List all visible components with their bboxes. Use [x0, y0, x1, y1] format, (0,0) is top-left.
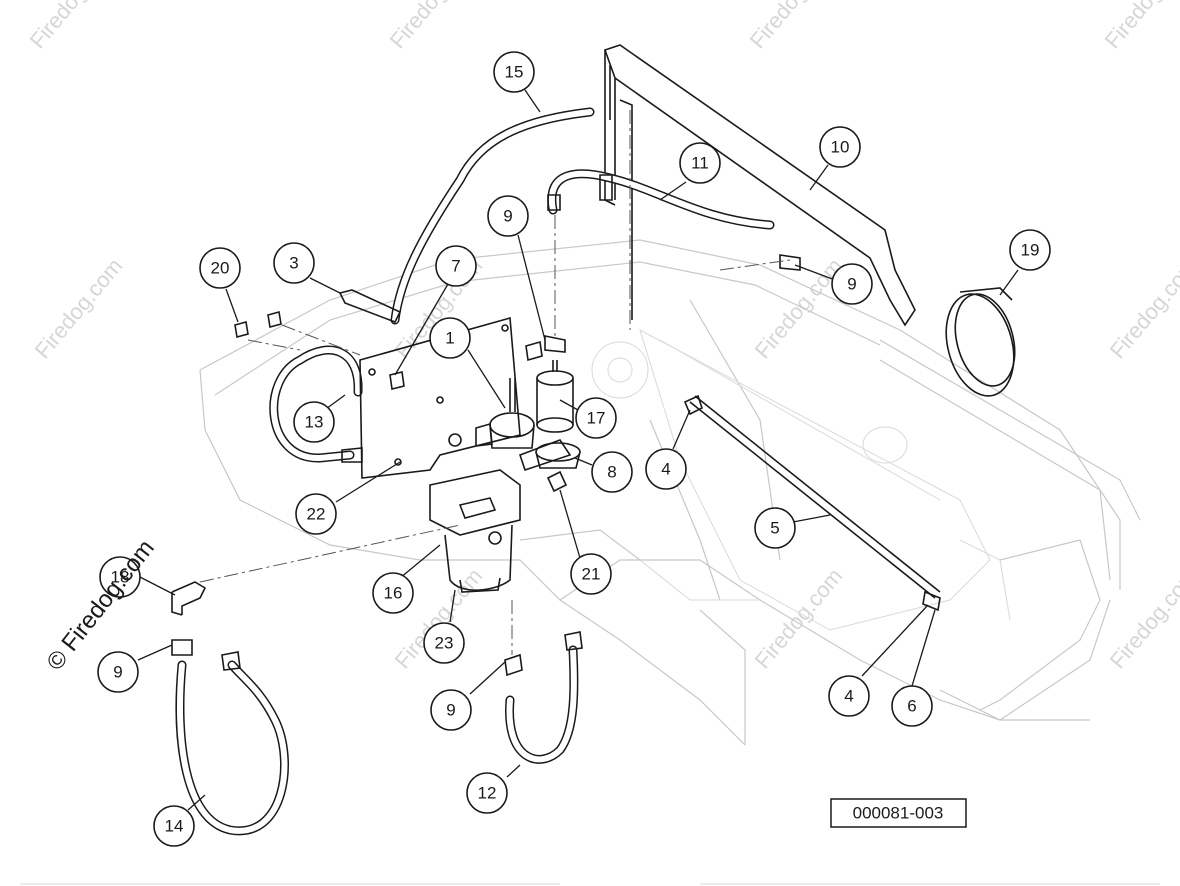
callout-17: 17	[575, 397, 617, 439]
callout-16: 16	[372, 572, 414, 614]
callout-10: 10	[819, 126, 861, 168]
callout-15: 15	[493, 51, 535, 93]
leader-lines	[137, 89, 1019, 811]
fuel-filter	[536, 360, 574, 433]
callout-4-upper: 4	[645, 448, 687, 490]
fuel-line-5	[689, 395, 941, 599]
svg-text:9: 9	[113, 663, 122, 682]
svg-text:1: 1	[445, 329, 454, 348]
reference-number: 000081-003	[853, 804, 944, 823]
water-separator	[429, 469, 521, 593]
elbow-fitting	[171, 581, 207, 616]
svg-text:7: 7	[451, 257, 460, 276]
svg-text:9: 9	[847, 275, 856, 294]
svg-text:4: 4	[844, 687, 853, 706]
filler-ring	[945, 287, 1016, 397]
alignment-lines	[199, 110, 791, 655]
watermark-text: Firedog.com	[30, 253, 128, 363]
svg-text:19: 19	[1021, 241, 1040, 260]
callout-11: 11	[679, 142, 721, 184]
svg-text:9: 9	[446, 701, 455, 720]
svg-text:22: 22	[307, 505, 326, 524]
callout-8: 8	[591, 451, 633, 493]
hose-14	[175, 660, 289, 836]
svg-text:16: 16	[384, 584, 403, 603]
callout-7: 7	[435, 245, 477, 287]
callout-9-rail: 9	[831, 263, 873, 305]
watermark-text: Firedog.com	[1105, 253, 1180, 363]
svg-text:10: 10	[831, 138, 850, 157]
clamp-8	[535, 442, 581, 469]
watermark-text: Firedog.com	[745, 0, 843, 53]
copyright-watermark: © Firedog.com	[41, 535, 159, 676]
svg-text:17: 17	[587, 409, 606, 428]
svg-text:23: 23	[435, 634, 454, 653]
small-fittings	[171, 174, 941, 677]
callout-22: 22	[295, 493, 337, 535]
callout-23: 23	[423, 622, 465, 664]
callout-3: 3	[273, 242, 315, 284]
callout-balloons: 15 10 11 9 9 19 20 3 7 1 17 13 4 8 22 5 …	[97, 51, 1051, 847]
watermark-text: Firedog.com	[25, 0, 123, 53]
callout-13: 13	[293, 401, 335, 443]
reference-number-box: 000081-003	[830, 798, 967, 828]
svg-text:6: 6	[907, 697, 916, 716]
svg-text:11: 11	[691, 154, 709, 173]
callout-9-lower: 9	[430, 689, 472, 731]
callout-9-upper: 9	[487, 195, 529, 237]
callout-4-lower: 4	[828, 675, 870, 717]
watermark-text: Firedog.com	[1105, 563, 1180, 673]
svg-text:8: 8	[607, 463, 616, 482]
vehicle-body-outline	[199, 239, 1141, 746]
hose-15	[390, 107, 595, 325]
callout-19: 19	[1009, 229, 1051, 271]
svg-text:3: 3	[289, 254, 298, 273]
svg-text:20: 20	[211, 259, 230, 278]
callout-14: 14	[153, 805, 195, 847]
callout-12: 12	[466, 772, 508, 814]
svg-text:5: 5	[770, 519, 779, 538]
callout-21: 21	[570, 553, 612, 595]
callout-18: 18	[99, 556, 141, 598]
svg-text:12: 12	[478, 784, 497, 803]
svg-text:15: 15	[505, 63, 524, 82]
svg-text:14: 14	[165, 817, 184, 836]
callout-9-left: 9	[97, 651, 139, 693]
callout-1: 1	[429, 317, 471, 359]
hose-11	[547, 169, 775, 230]
watermark-text: Firedog.com	[1100, 0, 1180, 53]
callout-20: 20	[199, 247, 241, 289]
svg-text:21: 21	[582, 565, 601, 584]
hose-12	[505, 645, 579, 764]
callout-6: 6	[891, 685, 933, 727]
watermark-text: Firedog.com	[385, 0, 483, 53]
mounting-plate	[359, 316, 521, 479]
hose-13	[269, 345, 363, 463]
svg-text:4: 4	[661, 460, 670, 479]
watermark-text: Firedog.com	[750, 563, 848, 673]
svg-text:18: 18	[111, 568, 130, 587]
callout-5: 5	[754, 507, 796, 549]
fuel-pump	[475, 378, 572, 472]
svg-text:9: 9	[503, 207, 512, 226]
svg-text:13: 13	[305, 413, 324, 432]
